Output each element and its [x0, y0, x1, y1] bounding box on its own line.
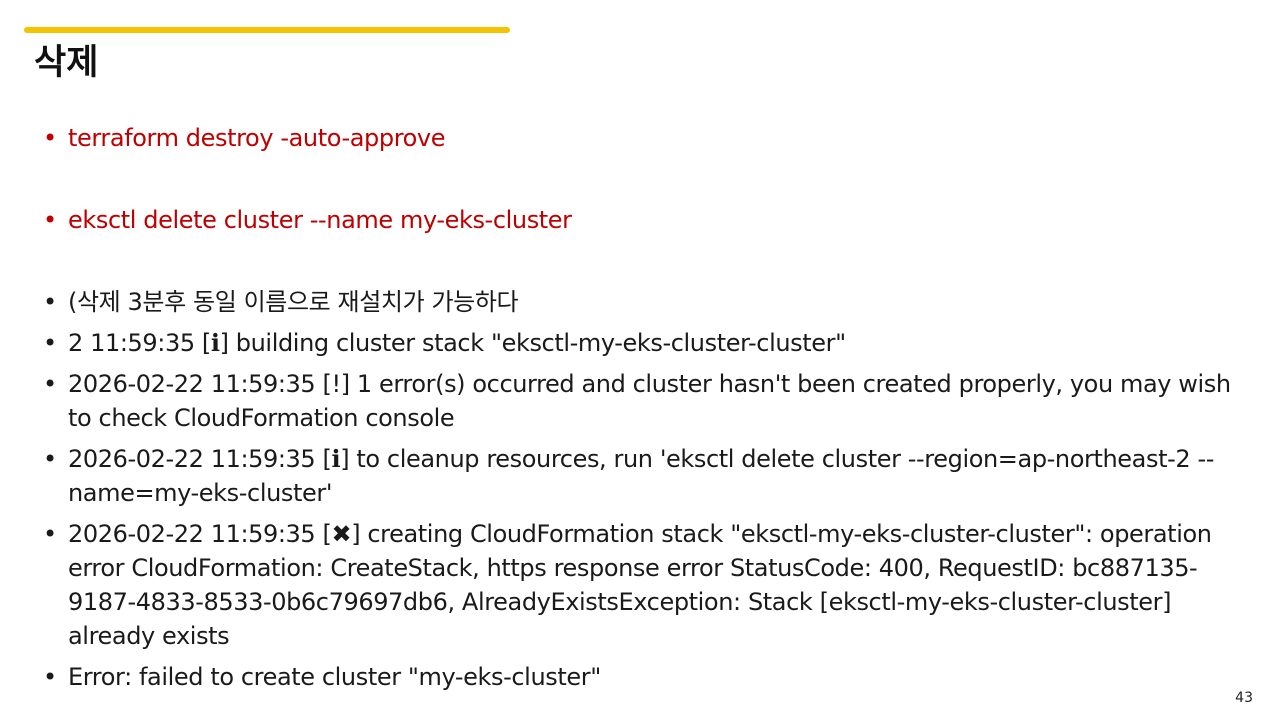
- bullet-dot-icon: •: [43, 124, 57, 152]
- bullet-text: terraform destroy -auto-approve: [68, 124, 446, 152]
- bullet-text: (삭제 3분후 동일 이름으로 재설치가 가능하다: [68, 288, 519, 316]
- bullet-text: 2026-02-22 11:59:35 [ℹ] to cleanup resou…: [68, 445, 1214, 507]
- bullet-terraform-destroy: • terraform destroy -auto-approve: [40, 121, 1255, 155]
- bullet-eksctl-delete: • eksctl delete cluster --name my-eks-cl…: [40, 203, 1255, 237]
- bullet-log-create-stack-error: • 2026-02-22 11:59:35 [✖] creating Cloud…: [40, 517, 1255, 653]
- bullet-log-cleanup-hint: • 2026-02-22 11:59:35 [ℹ] to cleanup res…: [40, 442, 1255, 510]
- bullet-dot-icon: •: [43, 288, 57, 316]
- bullet-dot-icon: •: [43, 329, 57, 357]
- bullet-log-error-occurred: • 2026-02-22 11:59:35 [!] 1 error(s) occ…: [40, 367, 1255, 435]
- bullet-dot-icon: •: [43, 520, 57, 548]
- bullet-text: 2026-02-22 11:59:35 [!] 1 error(s) occur…: [68, 370, 1231, 432]
- bullet-dot-icon: •: [43, 370, 57, 398]
- bullet-list: • terraform destroy -auto-approve • eksc…: [40, 121, 1255, 701]
- bullet-dot-icon: •: [43, 445, 57, 473]
- bullet-text: eksctl delete cluster --name my-eks-clus…: [68, 206, 572, 234]
- bullet-dot-icon: •: [43, 663, 57, 691]
- bullet-text: 2 11:59:35 [ℹ] building cluster stack "e…: [68, 329, 846, 357]
- bullet-dot-icon: •: [43, 206, 57, 234]
- slide-title: 삭제: [34, 43, 99, 83]
- bullet-text: Error: failed to create cluster "my-eks-…: [68, 663, 601, 691]
- page-number: 43: [1235, 690, 1253, 706]
- bullet-log-building-stack: • 2 11:59:35 [ℹ] building cluster stack …: [40, 326, 1255, 360]
- title-accent-bar: [24, 27, 510, 33]
- bullet-text: 2026-02-22 11:59:35 [✖] creating CloudFo…: [68, 520, 1212, 650]
- bullet-reinstall-note: • (삭제 3분후 동일 이름으로 재설치가 가능하다: [40, 285, 1255, 319]
- bullet-final-error: • Error: failed to create cluster "my-ek…: [40, 660, 1255, 694]
